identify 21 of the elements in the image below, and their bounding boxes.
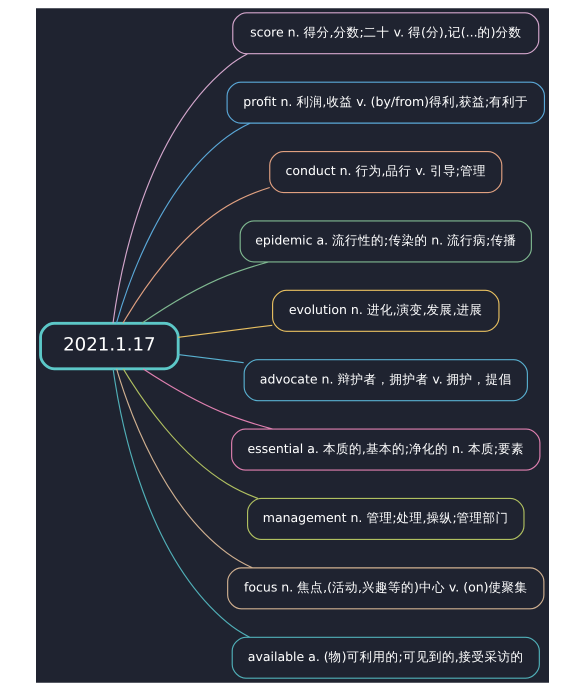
- node-box: evolution n. 进化,演变,发展,进展: [272, 290, 500, 332]
- connector: [116, 368, 253, 568]
- connector: [116, 122, 250, 324]
- connector: [112, 369, 250, 638]
- connector: [178, 324, 272, 338]
- node-box: advocate n. 辩护者，拥护者 v. 拥护，提倡: [244, 359, 528, 402]
- node-box: available a. (物)可利用的;可见到的,接受采访的: [232, 636, 540, 679]
- connector: [142, 368, 273, 430]
- connector: [178, 354, 244, 364]
- connector: [112, 53, 248, 324]
- connector: [122, 368, 258, 499]
- connector: [122, 186, 270, 324]
- node-box: profit n. 利润,收益 v. (by/from)得利,获益;有利于: [226, 82, 546, 124]
- node-box: management n. 管理;处理,操纵;管理部门: [247, 498, 525, 540]
- node-box: epidemic a. 流行性的;传染的 n. 流行病;传播: [240, 220, 532, 262]
- node-box: essential a. 本质的,基本的;净化的 n. 本质;要素: [231, 428, 540, 471]
- node-box: 2021.1.17: [39, 322, 180, 370]
- node-box: conduct n. 行为,品行 v. 引导;管理: [269, 151, 502, 194]
- connector: [141, 261, 269, 324]
- node-box: focus n. 焦点,(活动,兴趣等的)中心 v. (on)使聚集: [227, 567, 544, 610]
- node-box: score n. 得分,分数;二十 v. 得(分),记(...的)分数: [232, 12, 540, 54]
